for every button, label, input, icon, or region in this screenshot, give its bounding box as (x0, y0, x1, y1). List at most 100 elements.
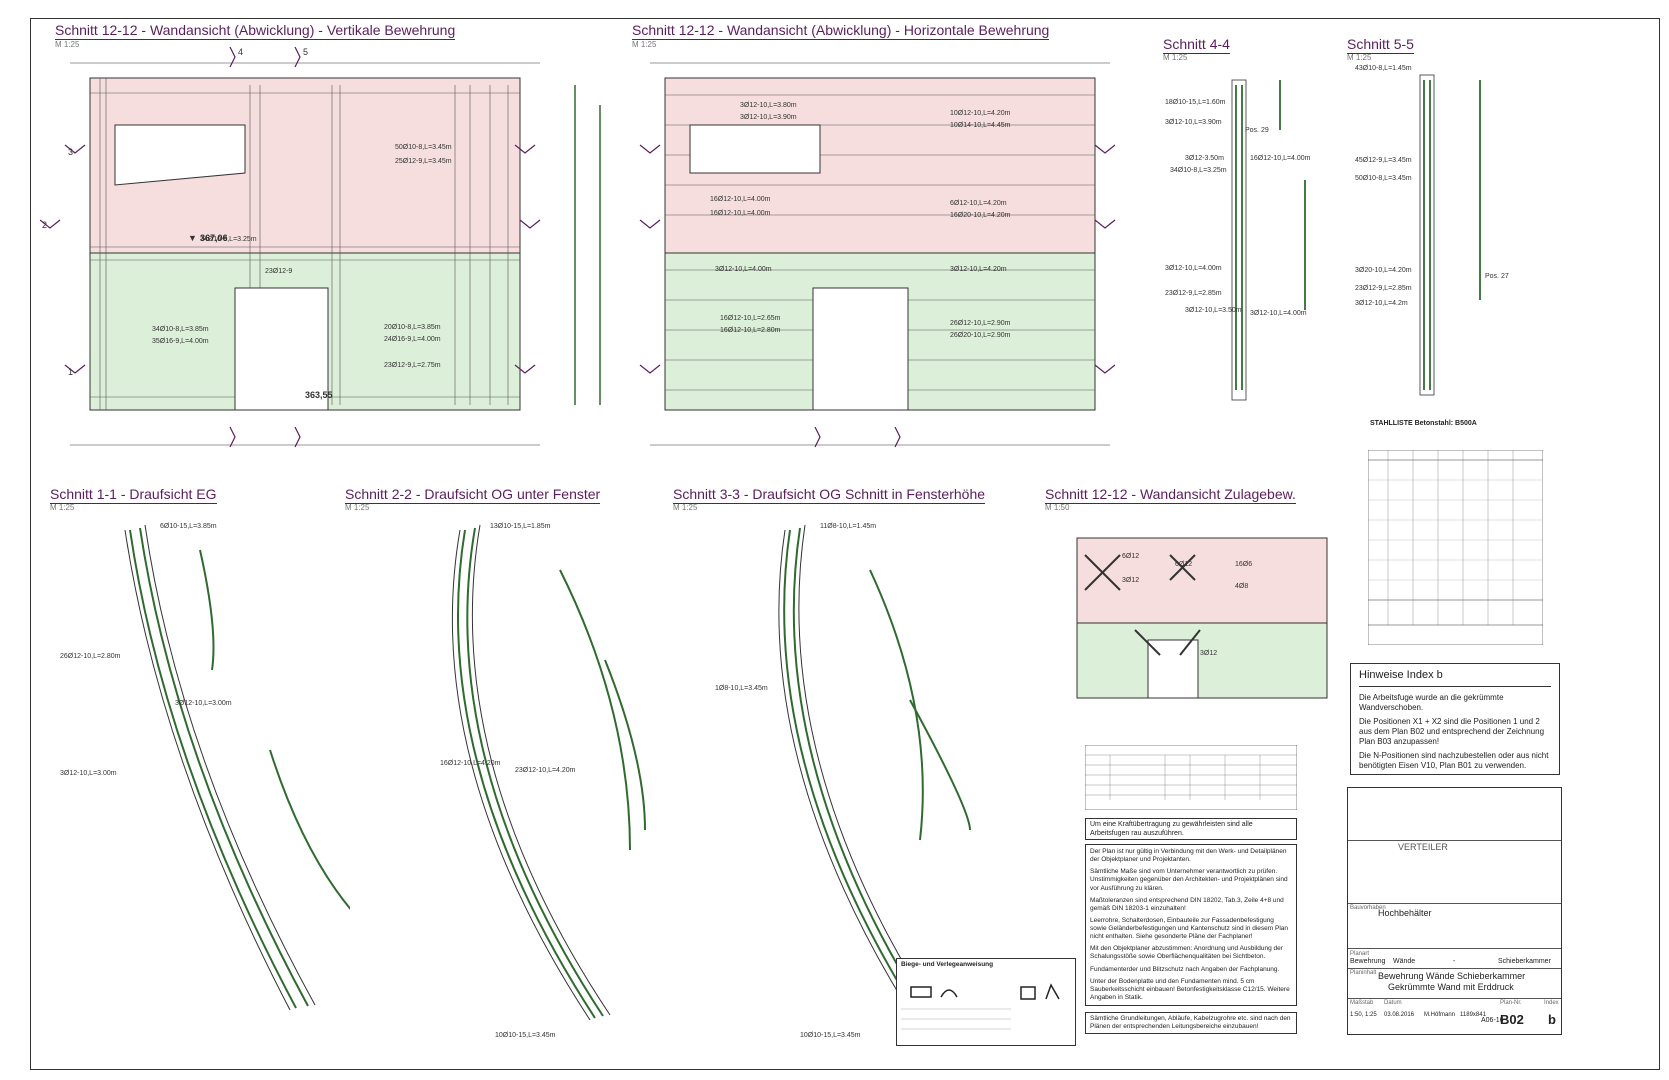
note-6: Mit den Objektplaner abzustimmen: Anordn… (1090, 945, 1283, 961)
title-s44: Schnitt 4-4 (1163, 36, 1230, 54)
tb-bauteil: Wände (1393, 958, 1416, 965)
tb-gewerk: Schieberkammer (1498, 958, 1551, 965)
elev-h-label-11: 16Ø12-10,L=2.65m (720, 315, 781, 322)
title-s33: Schnitt 3-3 - Draufsicht OG Schnitt in F… (673, 486, 986, 504)
zulage-drawing: 6Ø12 6Ø12 3Ø12 3Ø12 16Ø6 4Ø8 (1076, 537, 1328, 699)
s44-label-2: 3Ø12-10,L=3.90m (1165, 119, 1222, 126)
elev-h-label-4: 10Ø14-10,L=4.45m (950, 122, 1011, 129)
tb-planart-label: Planart (1350, 951, 1370, 957)
legend-table (1085, 745, 1297, 810)
elev-h-label-9: 3Ø12-10,L=4.00m (715, 266, 772, 273)
elev-v-label-7: 20Ø10-8,L=3.85m (384, 324, 441, 331)
zul-label-6: 4Ø8 (1235, 583, 1248, 590)
s33-label-1: 11Ø8-10,L=1.45m (820, 523, 876, 530)
tb-plan-nr: B02 (1500, 1012, 1524, 1027)
note-8: Unter der Bodenplatte und den Fundamente… (1090, 977, 1290, 1001)
biege-title: Biege- und Verlegeanweisung (901, 961, 994, 968)
section-4-4-drawing: 18Ø10-15,L=1.60m 3Ø12-10,L=3.90m 3Ø12-3.… (1165, 79, 1311, 401)
elev-v-label-8: 24Ø16-9,L=4.00m (384, 336, 441, 343)
tb-bauvorhaben: Hochbehälter (1378, 908, 1432, 918)
section-2-2-drawing: 13Ø10-15,L=1.85m 16Ø12-10,L=4.20m 23Ø12-… (440, 523, 646, 1039)
elev-h-label-7: 6Ø12-10,L=4.20m (950, 200, 1007, 207)
scale-s1212-zul: M 1:50 (1045, 503, 1070, 512)
tb-index-label: Index (1544, 1000, 1559, 1006)
tb-bauvorhaben-label: Bauvorhaben (1350, 905, 1386, 911)
title-s1212-zul: Schnitt 12-12 - Wandansicht Zulagebew. (1045, 486, 1296, 504)
title-s1212-hor: Schnitt 12-12 - Wandansicht (Abwicklung)… (632, 22, 1050, 40)
s44-label-7: 23Ø12-9,L=2.85m (1165, 290, 1222, 297)
elevation-vertical-drawing: 34Ø10-8,L=3.25m 50Ø10-8,L=3.45m 25Ø12-9,… (40, 46, 601, 448)
s44-label-4: 16Ø12-10,L=4.00m (1250, 155, 1311, 162)
sec-mark-1-left: 1 (68, 367, 73, 377)
s44-label-pos29: Pos. 29 (1245, 127, 1269, 134)
section-1-1-drawing: 6Ø10-15,L=3.85m 26Ø12-10,L=2.80m 3Ø12-10… (60, 523, 350, 1011)
hinweise-title: Hinweise Index b (1359, 669, 1551, 687)
tb-planart: Bewehrung (1350, 958, 1386, 965)
s33-label-2: 1Ø8-10,L=3.45m (715, 685, 768, 692)
scale-s22: M 1:25 (345, 503, 370, 512)
section-5-5-drawing: 43Ø10-8,L=1.45m 45Ø12-9,L=3.45m 50Ø10-8,… (1355, 65, 1509, 396)
sec-mark-5-top: 5 (303, 47, 308, 57)
biege-shapes (901, 983, 1060, 1030)
zul-label-3: 3Ø12 (1122, 577, 1139, 584)
s55-label-4: 3Ø20-10,L=4.20m (1355, 267, 1412, 274)
level-bottom: 363,55 (305, 390, 333, 400)
tb-massstab: 1:50, 1:25 (1350, 1012, 1377, 1018)
sec-mark-4-top: 4 (238, 47, 243, 57)
scale-s33: M 1:25 (673, 503, 698, 512)
s11-label-3: 3Ø12-10,L=3.00m (175, 700, 232, 707)
scale-s55: M 1:25 (1347, 53, 1372, 62)
s55-label-pos27: Pos. 27 (1485, 273, 1509, 280)
hinweis-1: Die Arbeitsfuge wurde an die gekrümmte W… (1359, 692, 1504, 712)
scale-s1212-hor: M 1:25 (632, 40, 657, 49)
elev-h-label-2: 3Ø12-10,L=3.90m (740, 114, 797, 121)
elev-h-label-6: 16Ø12-10,L=4.00m (710, 210, 771, 217)
tb-inhalt-label: Planinhalt (1350, 970, 1377, 976)
title-s55: Schnitt 5-5 (1347, 36, 1414, 54)
note-7: Fundamenterder und Blitzschutz nach Anga… (1090, 965, 1280, 973)
note-5: Leerrohre, Schalterdosen, Einbauteile zu… (1090, 916, 1289, 941)
zul-label-4: 3Ø12 (1200, 650, 1217, 657)
tb-plan-nr-label: Plan-Nr. (1500, 1000, 1522, 1006)
elev-h-label-3: 10Ø12-10,L=4.20m (950, 110, 1011, 117)
elev-h-label-14: 26Ø20-10,L=2.90m (950, 332, 1011, 339)
elev-v-label-4: 23Ø12-9 (265, 268, 292, 275)
s22-label-1: 13Ø10-15,L=1.85m (490, 523, 551, 530)
s22-label-2: 16Ø12-10,L=4.20m (440, 760, 501, 767)
drawing-sheet (30, 18, 1660, 1070)
tb-blatt: A06-16 (1481, 1017, 1504, 1024)
biege-panel: Biege- und Verlegeanweisung (896, 958, 1076, 1046)
note-grundleitungen: Sämtliche Grundleitungen, Abläufe, Kabel… (1085, 1012, 1297, 1034)
s44-label-6: 3Ø12-10,L=4.00m (1165, 265, 1222, 272)
notes-panel: Der Plan ist nur gültig in Verbindung mi… (1085, 844, 1297, 1006)
elevation-horizontal-drawing: 3Ø12-10,L=3.80m 3Ø12-10,L=3.90m 10Ø12-10… (639, 62, 1116, 448)
hinweis-3: Die N-Positionen sind nachzubestellen od… (1359, 750, 1549, 770)
tb-massstab-label: Maßstab (1350, 1000, 1374, 1006)
title-block: VERTEILER Bauvorhaben Hochbehälter Plana… (1347, 787, 1562, 1035)
elev-h-label-12: 16Ø12-10,L=2.80m (720, 327, 781, 334)
tb-bearbeiter: M.Höfmann (1424, 1012, 1456, 1018)
note-2: Der Plan ist nur gültig in Verbindung mi… (1090, 848, 1287, 864)
elev-h-label-5: 16Ø12-10,L=4.00m (710, 196, 771, 203)
elev-h-label-8: 16Ø20-10,L=4.20m (950, 212, 1011, 219)
s55-label-6: 3Ø12-10,L=4.2m (1355, 300, 1408, 307)
tb-datum-label: Datum (1384, 1000, 1402, 1006)
s11-label-2: 26Ø12-10,L=2.80m (60, 653, 121, 660)
note-arbeitsfugen: Um eine Kraftübertragung zu gewährleiste… (1085, 818, 1297, 840)
s44-label-3: 3Ø12-3.50m (1185, 155, 1224, 162)
scale-s1212-vert: M 1:25 (55, 40, 80, 49)
s55-label-2: 45Ø12-9,L=3.45m (1355, 157, 1412, 164)
zul-label-1: 6Ø12 (1122, 553, 1139, 560)
s55-label-3: 50Ø10-8,L=3.45m (1355, 175, 1412, 182)
hinweis-2: Die Positionen X1 + X2 sind die Position… (1359, 716, 1545, 746)
s11-label-1: 6Ø10-15,L=3.85m (160, 523, 217, 530)
title-s22: Schnitt 2-2 - Draufsicht OG unter Fenste… (345, 486, 601, 504)
s44-label-8: 3Ø12-10,L=3.50m (1185, 307, 1242, 314)
tb-format: 1189x841 (1460, 1012, 1486, 1018)
s22-label-4: 10Ø10-15,L=3.45m (495, 1032, 556, 1039)
elev-v-label-3: 25Ø12-9,L=3.45m (395, 158, 452, 165)
tb-inhalt-1: Bewehrung Wände Schieberkammer (1378, 971, 1526, 981)
elev-h-label-1: 3Ø12-10,L=3.80m (740, 102, 797, 109)
s44-label-1: 18Ø10-15,L=1.60m (1165, 99, 1226, 106)
elev-v-label-9: 23Ø12-9,L=2.75m (384, 362, 441, 369)
